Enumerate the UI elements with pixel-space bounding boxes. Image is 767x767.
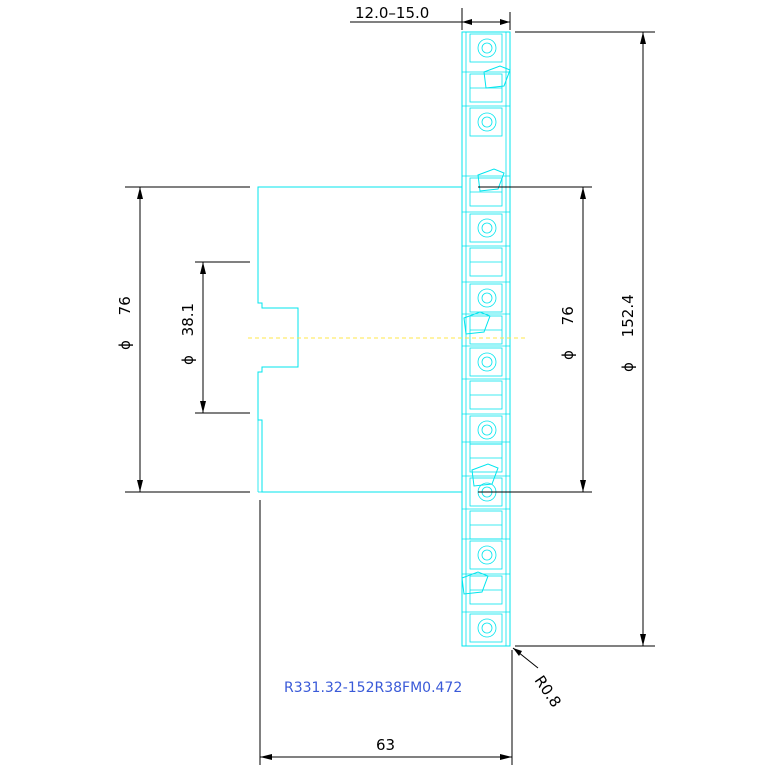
insert-pocket — [462, 281, 510, 313]
cutting-insert — [461, 571, 489, 595]
insert-pocket — [462, 211, 510, 243]
svg-text:ϕ 152.4: ϕ 152.4 — [619, 294, 637, 372]
screw-circle — [477, 618, 497, 638]
bore-diameter-value: 38.1 — [179, 303, 197, 336]
insert-pocket — [462, 313, 510, 345]
insert-pocket — [462, 175, 510, 207]
cutter-body — [257, 31, 511, 647]
dim-corner-radius: R0.8 — [512, 647, 565, 711]
hub-outline — [257, 186, 463, 493]
dim-body-diameter: ϕ 76 — [478, 186, 592, 493]
screw-circle — [477, 545, 497, 565]
screw-circle — [477, 420, 497, 440]
insert-pocket — [462, 538, 510, 570]
cutter-diameter-value: 152.4 — [619, 294, 637, 337]
bore-diameter-symbol: ϕ — [179, 355, 197, 365]
cutting-insert — [463, 311, 491, 335]
insert-pocket — [462, 31, 510, 63]
dim-cut-depth-label: 12.0–15.0 — [355, 4, 429, 22]
dim-width-label: 63 — [376, 736, 395, 754]
dim-cut-depth: 12.0–15.0 — [350, 4, 511, 30]
svg-text:ϕ 38.1: ϕ 38.1 — [179, 303, 197, 365]
insert-pockets — [461, 31, 511, 643]
screw-circle — [477, 38, 497, 58]
body-diameter-symbol: ϕ — [559, 350, 577, 360]
cutting-insert — [483, 65, 511, 89]
cutter-disc — [461, 31, 511, 647]
screw-circle — [477, 218, 497, 238]
model-code: R331.32-152R38FM0.472 — [284, 680, 462, 696]
insert-pocket — [462, 245, 510, 277]
insert-pocket — [462, 441, 510, 473]
insert-pocket — [462, 378, 510, 410]
screw-circle — [477, 352, 497, 372]
hub-diameter-symbol: ϕ — [116, 340, 134, 350]
screw-circle — [477, 112, 497, 132]
insert-pocket — [462, 508, 510, 540]
hub-diameter-value: 76 — [116, 296, 134, 315]
cutting-insert — [477, 168, 505, 192]
insert-pocket — [462, 105, 510, 137]
dim-cutter-diameter: ϕ 152.4 — [515, 31, 655, 647]
insert-pocket — [462, 611, 510, 643]
dim-bore-diameter: ϕ 38.1 — [179, 261, 250, 414]
corner-radius-label: R0.8 — [531, 672, 565, 710]
insert-pocket — [462, 345, 510, 377]
cutting-insert — [471, 463, 499, 487]
svg-text:ϕ 76: ϕ 76 — [559, 306, 577, 360]
body-diameter-value: 76 — [559, 306, 577, 325]
cutter-diameter-symbol: ϕ — [619, 362, 637, 372]
insert-pocket — [462, 573, 510, 605]
svg-text:ϕ 76: ϕ 76 — [116, 296, 134, 350]
insert-pocket — [462, 475, 510, 507]
screw-circle — [477, 288, 497, 308]
dim-hub-diameter: ϕ 76 — [116, 186, 250, 493]
dim-width: 63 — [259, 500, 513, 765]
insert-pocket — [462, 413, 510, 445]
